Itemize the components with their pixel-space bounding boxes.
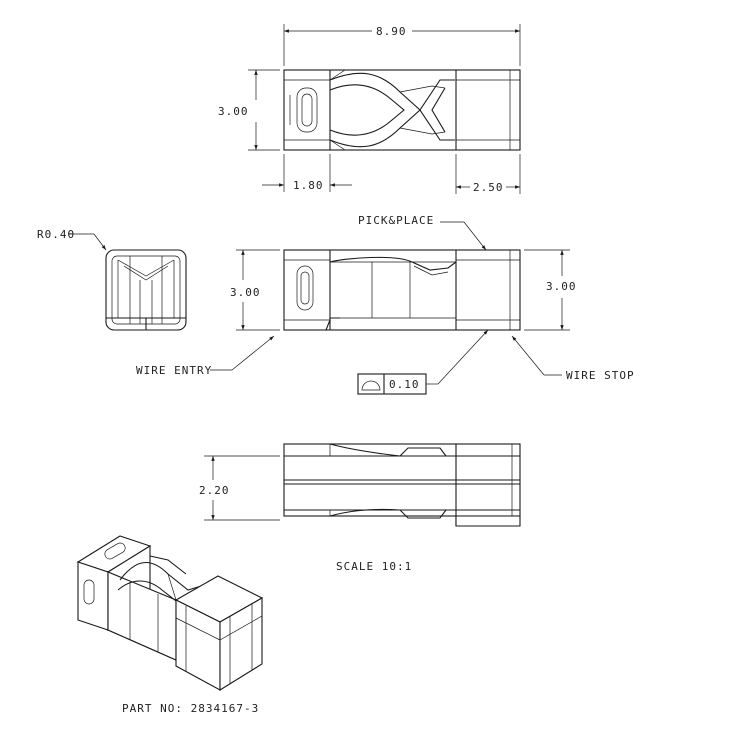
dim-bottom-height: 2.20	[199, 484, 230, 497]
top-view: 8.90 3.00 1.80 2.50	[218, 24, 521, 194]
dim-top-height: 3.00	[218, 105, 249, 118]
tolerance-value: 0.10	[389, 378, 420, 391]
front-view: 3.00 3.00 PICK&PLACE WIRE ENTRY WIRE STO…	[136, 214, 635, 395]
isometric-view	[76, 535, 264, 691]
dim-radius: R0.40	[37, 228, 75, 241]
label-wire-entry: WIRE ENTRY	[136, 364, 212, 377]
bottom-view: 2.20	[199, 443, 521, 527]
dim-top-left-len: 1.80	[293, 179, 324, 192]
label-scale: SCALE 10:1	[336, 560, 412, 573]
label-wire-stop: WIRE STOP	[566, 369, 635, 382]
end-view: R0.40	[37, 228, 187, 331]
dim-front-right-height: 3.00	[546, 280, 577, 293]
label-part-no: PART NO: 2834167-3	[122, 702, 259, 715]
profile-symbol-icon	[361, 380, 381, 391]
dim-top-right-len: 2.50	[473, 181, 504, 194]
dim-front-left-height: 3.00	[230, 286, 261, 299]
label-pick-place: PICK&PLACE	[358, 214, 434, 227]
dim-top-width: 8.90	[376, 25, 407, 38]
